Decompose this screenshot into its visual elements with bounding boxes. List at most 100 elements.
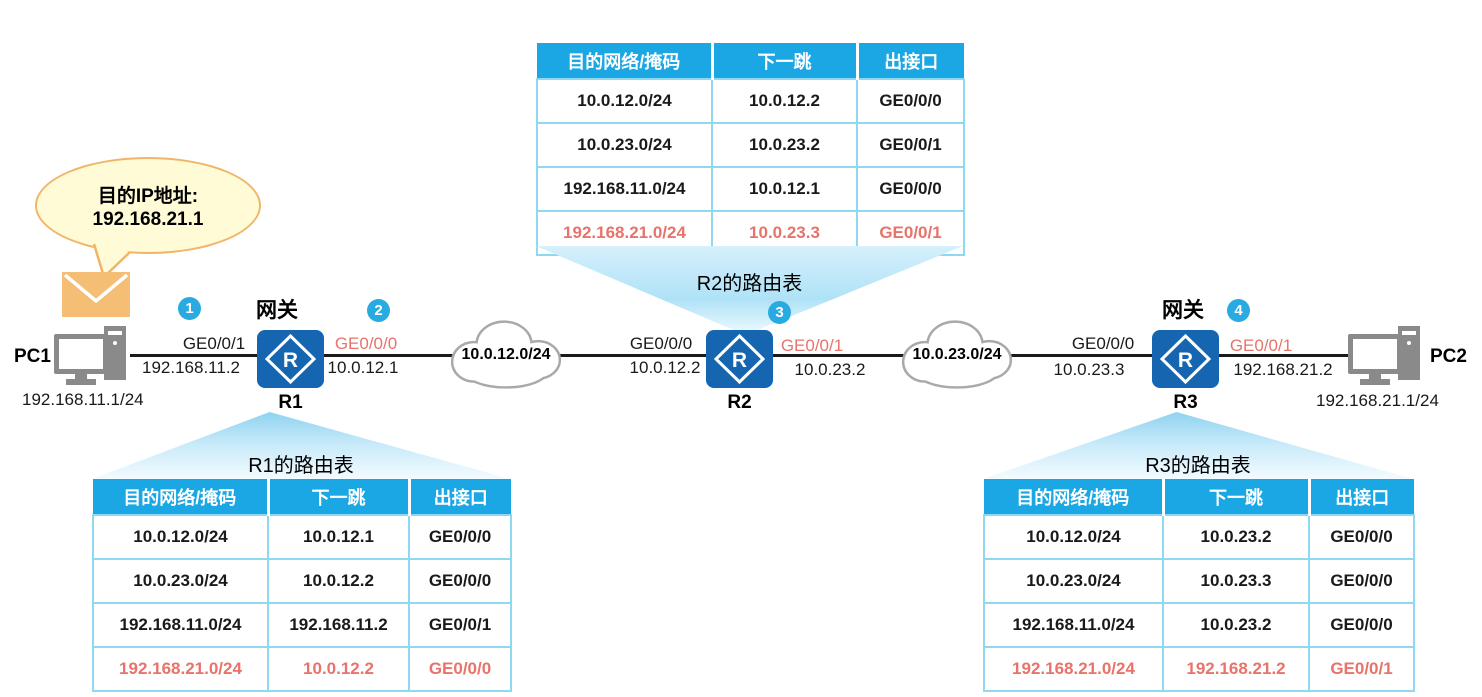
iface-label-r1-ge001: GE0/0/1: [182, 334, 246, 353]
header-next-hop: 下一跳: [266, 479, 409, 515]
cell: GE0/0/0: [1308, 602, 1415, 648]
pc2-computer-icon: [1348, 326, 1420, 385]
header-out-interface: 出接口: [407, 479, 511, 515]
step-badge-3: 3: [768, 301, 791, 324]
pc2-label: PC2: [1430, 346, 1467, 367]
router-diamond-icon: R: [264, 333, 317, 385]
gateway-label-r1: 网关: [256, 299, 298, 322]
step-badge-4: 4: [1227, 299, 1250, 322]
iface-label-r2-ge001: GE0/0/1: [780, 336, 844, 355]
routing-table-title-r2: R2的路由表: [696, 273, 803, 295]
pc1-label: PC1: [14, 346, 51, 367]
cell: 10.0.12.1: [267, 514, 410, 560]
routing-table-title-r3: R3的路由表: [1145, 455, 1251, 477]
routing-table-title-r1: R1的路由表: [248, 455, 354, 477]
ip-label-r3-lan: 192.168.21.2: [1233, 360, 1333, 379]
iface-label-r3-ge000: GE0/0/0: [1071, 334, 1135, 353]
cell: 192.168.11.0/24: [92, 602, 269, 648]
router-diamond-icon: R: [713, 333, 766, 385]
header-dest-network: 目的网络/掩码: [984, 479, 1163, 515]
bubble-text-line2: 192.168.21.1: [92, 208, 204, 230]
cell: 10.0.23.0/24: [92, 558, 269, 604]
table-row: 10.0.23.0/24 10.0.12.2 GE0/0/0: [92, 558, 512, 604]
routing-table-r3: 目的网络/掩码 下一跳 出接口 10.0.12.0/24 10.0.23.2 G…: [983, 479, 1415, 692]
ip-label-r1-wan: 10.0.12.1: [327, 358, 399, 377]
cell: GE0/0/0: [856, 78, 965, 124]
cloud-1-network-label: 10.0.12.0/24: [461, 346, 551, 363]
cell: GE0/0/0: [1308, 558, 1415, 604]
cell: 192.168.21.2: [1162, 646, 1310, 692]
cell: GE0/0/0: [856, 166, 965, 212]
cell: 10.0.23.0/24: [983, 558, 1164, 604]
gateway-label-r3: 网关: [1162, 299, 1204, 322]
cell: GE0/0/1: [408, 602, 512, 648]
table-header-row: 目的网络/掩码 下一跳 出接口: [93, 479, 511, 515]
router-diamond-icon: R: [1159, 333, 1212, 385]
cell: 10.0.12.2: [267, 558, 410, 604]
svg-text:R: R: [283, 349, 298, 372]
network-cloud-1-icon: [450, 320, 562, 389]
bubble-text-line1: 目的IP地址:: [97, 185, 199, 207]
header-dest-network: 目的网络/掩码: [537, 43, 712, 79]
cell: GE0/0/1: [1308, 646, 1415, 692]
header-next-hop: 下一跳: [1161, 479, 1309, 515]
iface-label-r3-ge001: GE0/0/1: [1229, 336, 1293, 355]
routing-table-r1: 目的网络/掩码 下一跳 出接口 10.0.12.0/24 10.0.12.1 G…: [92, 479, 512, 692]
table-row: 10.0.23.0/24 10.0.23.2 GE0/0/1: [536, 122, 965, 168]
routing-table-r2: 目的网络/掩码 下一跳 出接口 10.0.12.0/24 10.0.12.2 G…: [536, 43, 965, 256]
cell: 10.0.23.0/24: [536, 122, 713, 168]
router-r1-icon: R: [257, 330, 324, 388]
svg-text:R: R: [1178, 349, 1193, 372]
cell: 10.0.23.2: [1162, 602, 1310, 648]
cell: 10.0.12.2: [711, 78, 858, 124]
cell: 192.168.11.2: [267, 602, 410, 648]
cell: 192.168.11.0/24: [536, 166, 713, 212]
cell: GE0/0/1: [856, 122, 965, 168]
cell: 192.168.21.0/24: [92, 646, 269, 692]
table-header-row: 目的网络/掩码 下一跳 出接口: [984, 479, 1414, 515]
ip-label-r2-right: 10.0.23.2: [794, 360, 866, 379]
table-row: 10.0.23.0/24 10.0.23.3 GE0/0/0: [983, 558, 1415, 604]
iface-label-r1-ge000: GE0/0/0: [334, 334, 398, 353]
envelope-icon: [62, 272, 130, 317]
step-badge-2: 2: [367, 299, 390, 322]
table-row: 192.168.11.0/24 10.0.23.2 GE0/0/0: [983, 602, 1415, 648]
ip-label-r1-lan: 192.168.11.2: [142, 358, 240, 377]
ip-label-r2-left: 10.0.12.2: [629, 358, 701, 377]
table-row: 10.0.12.0/24 10.0.12.2 GE0/0/0: [536, 78, 965, 124]
cell: 10.0.23.3: [1162, 558, 1310, 604]
router-r2-icon: R: [706, 330, 773, 388]
table-row: 10.0.12.0/24 10.0.23.2 GE0/0/0: [983, 514, 1415, 560]
network-cloud-2-icon: [901, 320, 1013, 389]
router-r3-label: R3: [1173, 392, 1198, 413]
table-row: 192.168.11.0/24 192.168.11.2 GE0/0/1: [92, 602, 512, 648]
cell: 10.0.23.2: [1162, 514, 1310, 560]
cell: 192.168.21.0/24: [983, 646, 1164, 692]
pc1-ip: 192.168.11.1/24: [22, 390, 144, 409]
router-r3-icon: R: [1152, 330, 1219, 388]
table-row-highlighted: 192.168.21.0/24 10.0.12.2 GE0/0/0: [92, 646, 512, 692]
header-next-hop: 下一跳: [710, 43, 857, 79]
cell: GE0/0/0: [408, 646, 512, 692]
table-row-highlighted: 192.168.21.0/24 192.168.21.2 GE0/0/1: [983, 646, 1415, 692]
cell: 10.0.12.0/24: [92, 514, 269, 560]
cell: GE0/0/0: [408, 514, 512, 560]
router-r1-label: R1: [278, 392, 303, 413]
cell: 10.0.12.2: [267, 646, 410, 692]
table-row: 10.0.12.0/24 10.0.12.1 GE0/0/0: [92, 514, 512, 560]
cell: 10.0.12.1: [711, 166, 858, 212]
svg-text:R: R: [732, 349, 747, 372]
cell: 10.0.12.0/24: [536, 78, 713, 124]
header-out-interface: 出接口: [855, 43, 964, 79]
header-out-interface: 出接口: [1307, 479, 1414, 515]
destination-ip-bubble: 目的IP地址: 192.168.21.1: [35, 157, 261, 254]
header-dest-network: 目的网络/掩码: [93, 479, 268, 515]
table-row: 192.168.11.0/24 10.0.12.1 GE0/0/0: [536, 166, 965, 212]
ip-label-r3-left: 10.0.23.3: [1053, 360, 1125, 379]
step-badge-1: 1: [178, 297, 201, 320]
cell: 192.168.11.0/24: [983, 602, 1164, 648]
iface-label-r2-ge000: GE0/0/0: [629, 334, 693, 353]
cell: GE0/0/0: [1308, 514, 1415, 560]
router-r2-label: R2: [727, 392, 752, 413]
